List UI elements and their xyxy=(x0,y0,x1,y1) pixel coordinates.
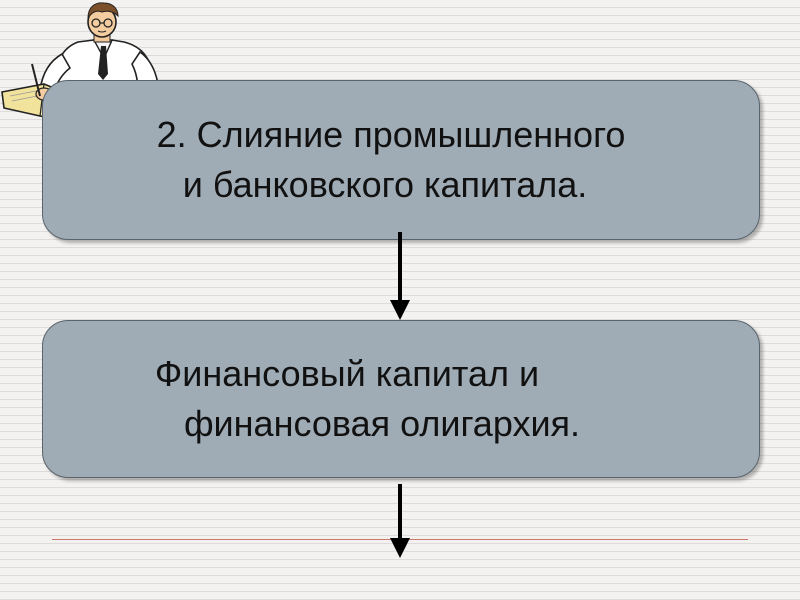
box-text-line: Финансовый капитал и xyxy=(154,353,540,394)
box-text-line: 2. Слияние промышленного xyxy=(156,114,626,155)
arrow-down-icon xyxy=(390,232,410,320)
arrow-down-icon xyxy=(390,484,410,558)
step-box-financial-capital: Финансовый капитал и финансовая олигархи… xyxy=(42,320,760,478)
box-text-line: и банковского капитала. xyxy=(182,164,588,205)
box-text-line: финансовая олигархия. xyxy=(183,403,581,444)
step-box-merger: 2. Слияние промышленного и банковского к… xyxy=(42,80,760,240)
